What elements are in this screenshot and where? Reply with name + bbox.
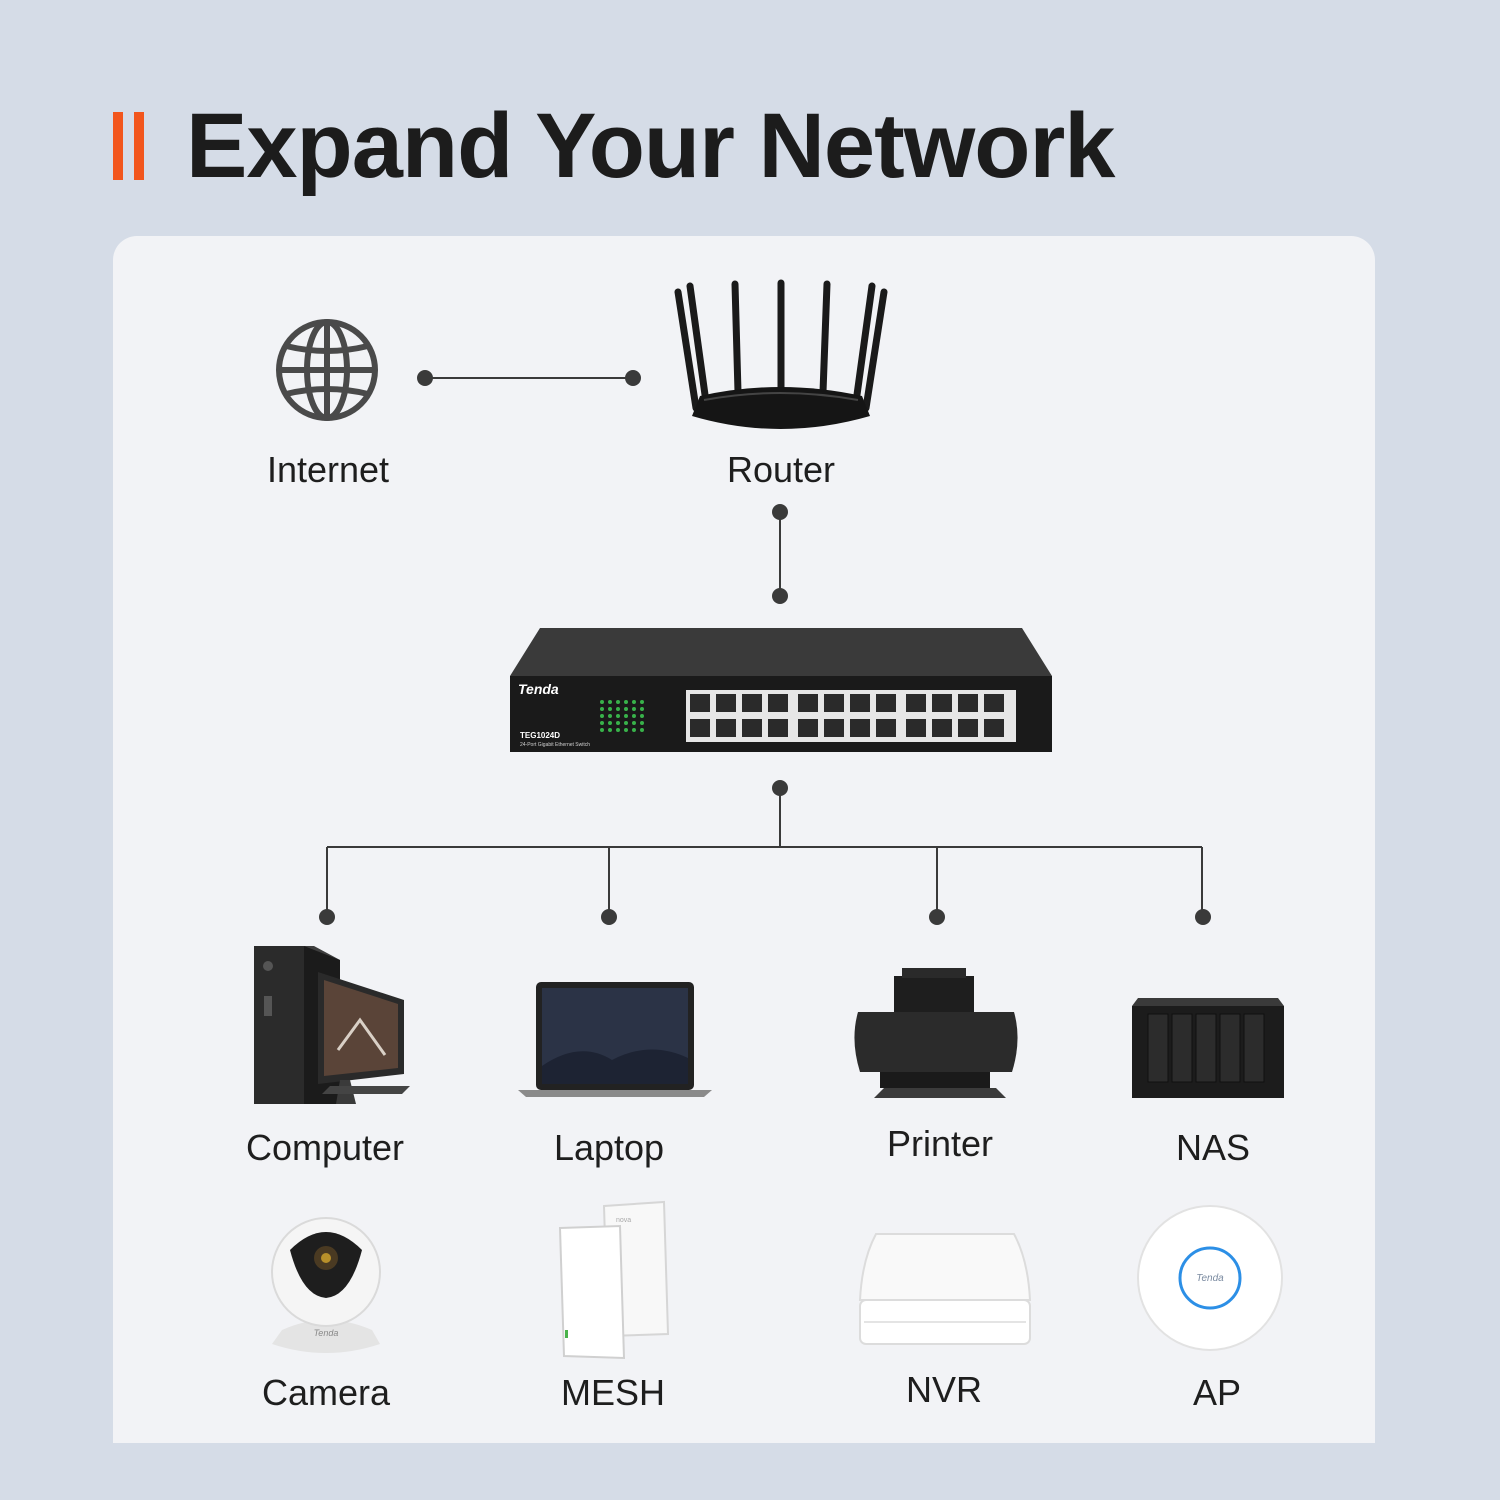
switch-ports — [690, 694, 1004, 737]
switch-model-label: TEG1024D — [520, 731, 560, 740]
mesh-image: nova — [558, 1200, 670, 1360]
connector-dots — [319, 370, 1211, 925]
switch-led — [616, 721, 620, 725]
title-accent-bar — [113, 112, 123, 180]
switch-led — [624, 721, 628, 725]
switch-port — [906, 694, 926, 712]
switch-led — [632, 714, 636, 718]
switch-led — [640, 707, 644, 711]
switch-led — [640, 700, 644, 704]
switch-led — [624, 700, 628, 704]
printer-label: Printer — [886, 1123, 994, 1164]
switch-port — [984, 694, 1004, 712]
switch-led — [640, 728, 644, 732]
switch-port — [958, 694, 978, 712]
switch-port — [876, 719, 896, 737]
router-image — [674, 279, 888, 429]
title-accent-bar — [134, 112, 144, 180]
switch-led — [616, 707, 620, 711]
switch-led — [632, 721, 636, 725]
switch-description-label: 24-Port Gigabit Ethernet Switch — [520, 742, 590, 748]
switch-led — [632, 728, 636, 732]
switch-led — [600, 728, 604, 732]
camera-image: Tenda — [271, 1217, 381, 1353]
switch-port — [850, 719, 870, 737]
laptop-label: Laptop — [553, 1127, 665, 1168]
switch-led — [600, 721, 604, 725]
switch-led — [600, 707, 604, 711]
switch-led — [632, 707, 636, 711]
mesh-label: MESH — [560, 1372, 665, 1413]
switch-led — [608, 700, 612, 704]
switch-led — [640, 714, 644, 718]
router-label: Router — [726, 449, 836, 490]
switch-led — [616, 700, 620, 704]
switch-led — [600, 700, 604, 704]
camera-label: Camera — [261, 1372, 391, 1413]
switch-led — [616, 714, 620, 718]
ap-label: AP — [1192, 1372, 1242, 1413]
switch-port — [984, 719, 1004, 737]
switch-port — [876, 694, 896, 712]
printer-image — [854, 968, 1018, 1098]
switch-port — [798, 694, 818, 712]
switch-port — [768, 694, 788, 712]
switch-led — [624, 707, 628, 711]
computer-image — [254, 946, 410, 1104]
switch-port — [906, 719, 926, 737]
switch-led — [624, 714, 628, 718]
switch-port — [716, 694, 736, 712]
switch-led — [632, 700, 636, 704]
switch-port — [742, 694, 762, 712]
switch-port — [798, 719, 818, 737]
page-title: Expand Your Network — [186, 95, 1115, 197]
switch-leds — [600, 700, 644, 732]
switch-led — [608, 714, 612, 718]
switch-port — [824, 694, 844, 712]
connectors — [326, 377, 1203, 917]
laptop-image — [518, 982, 712, 1097]
ap-image: Tenda — [1137, 1205, 1283, 1351]
switch-led — [608, 728, 612, 732]
switch-port — [932, 694, 952, 712]
switch-port — [690, 694, 710, 712]
switch-port — [690, 719, 710, 737]
switch-led — [608, 721, 612, 725]
ap-brand-label: Tenda — [1196, 1273, 1224, 1284]
switch-port — [768, 719, 788, 737]
nvr-label: NVR — [905, 1369, 982, 1410]
switch-port — [932, 719, 952, 737]
switch-led — [600, 714, 604, 718]
switch-port — [824, 719, 844, 737]
globe-icon — [276, 319, 378, 421]
switch-brand-label: Tenda — [518, 681, 559, 697]
switch-led — [640, 721, 644, 725]
internet-label: Internet — [266, 449, 390, 490]
nas-label: NAS — [1175, 1127, 1251, 1168]
switch-port — [742, 719, 762, 737]
nvr-image — [858, 1233, 1032, 1345]
camera-brand-label: Tenda — [314, 1328, 339, 1338]
computer-label: Computer — [245, 1127, 405, 1168]
switch-led — [608, 707, 612, 711]
nas-image — [1132, 998, 1284, 1098]
mesh-brand-label: nova — [616, 1217, 631, 1224]
switch-image: Tenda TEG1024D 24-Port Gigabit Ethernet … — [510, 628, 1052, 752]
switch-port — [850, 694, 870, 712]
switch-port — [958, 719, 978, 737]
switch-port — [716, 719, 736, 737]
switch-led — [616, 728, 620, 732]
switch-led — [624, 728, 628, 732]
